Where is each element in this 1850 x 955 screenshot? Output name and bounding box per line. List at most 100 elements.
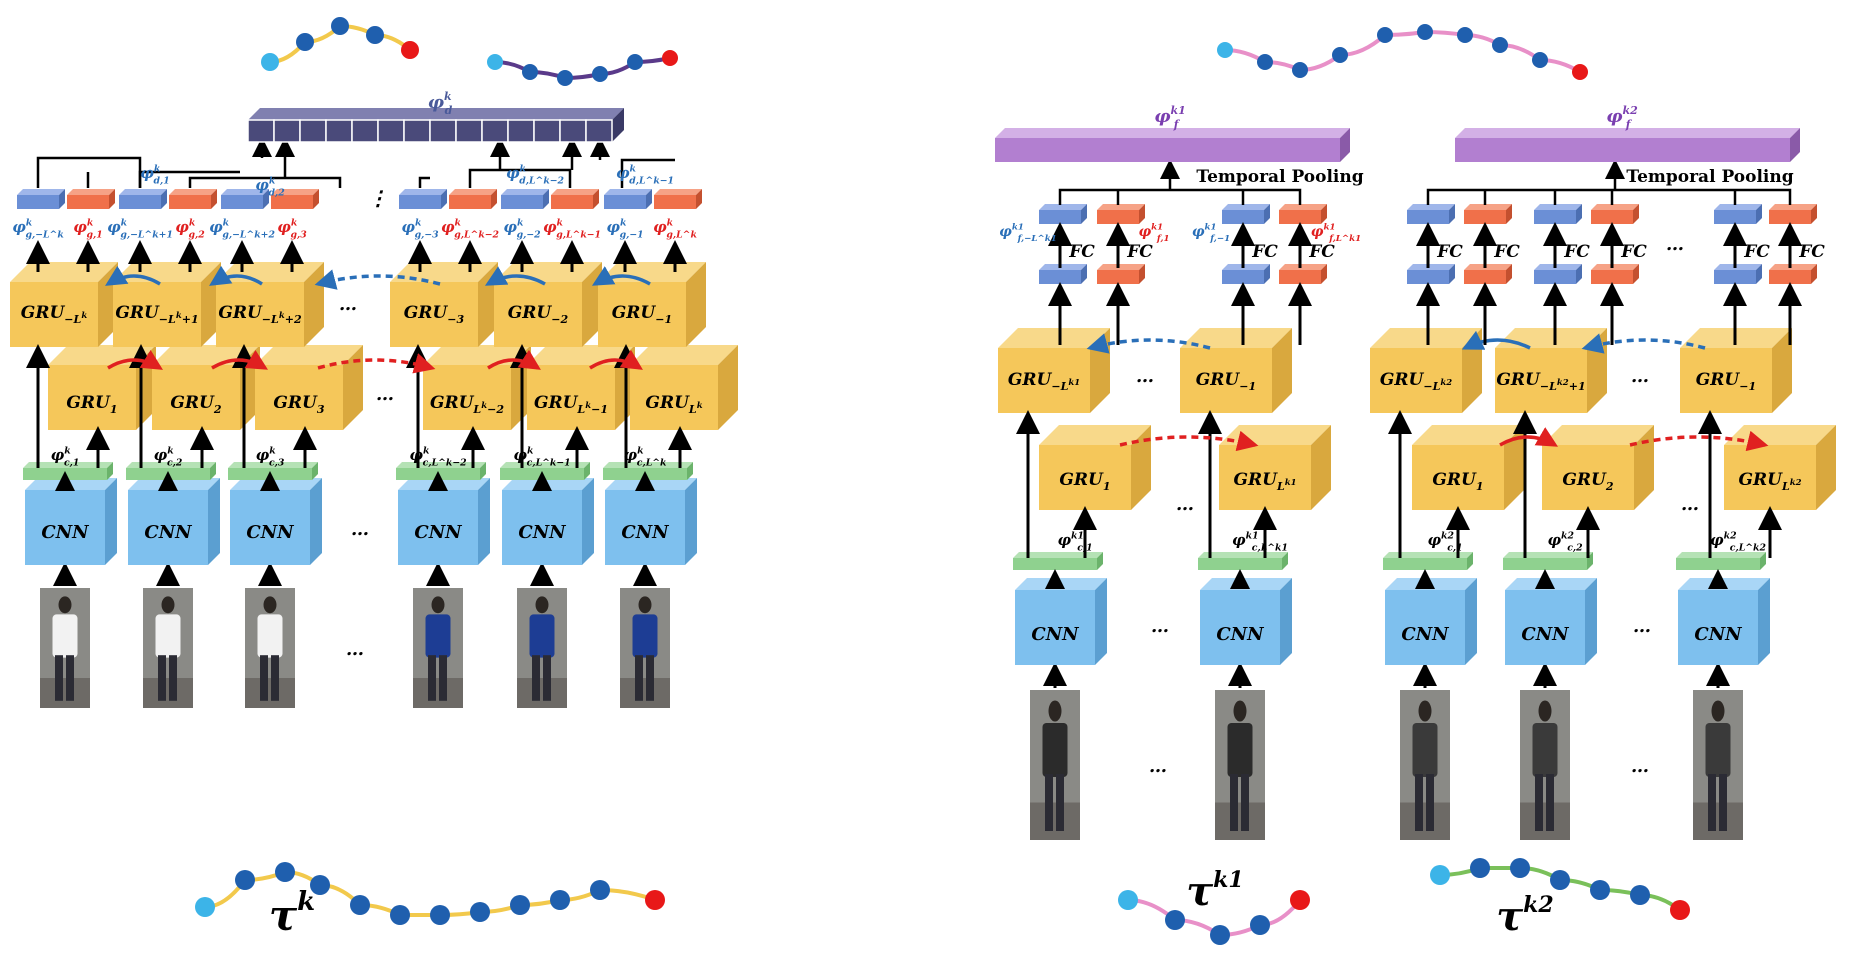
forward-gru-block — [527, 345, 635, 430]
sequence-curve — [1118, 890, 1310, 945]
temporal-pooling-label: Temporal Pooling — [1196, 167, 1363, 187]
blue-gru-output — [1407, 264, 1455, 284]
blue-gru-output — [1222, 264, 1270, 284]
cnn-block — [1200, 578, 1292, 665]
pooling-connector — [1426, 188, 1792, 205]
cnn-label: CNN — [621, 522, 670, 543]
forward-recurrent-arrow — [1119, 430, 1259, 452]
person-image — [1520, 690, 1570, 840]
sequence-label: τk1 — [1186, 867, 1243, 915]
forward-gru-block — [1542, 425, 1654, 510]
forward-gru-block — [1412, 425, 1524, 510]
person-image — [1400, 690, 1450, 840]
red-gru-output — [551, 189, 599, 209]
backward-recurrent-arrow — [209, 265, 263, 286]
fc-label: FC — [1563, 242, 1590, 262]
pooled-vector — [1455, 128, 1800, 162]
cnn-block — [502, 478, 594, 565]
backward-gru-block — [1495, 328, 1607, 413]
person-image — [40, 588, 90, 708]
forward-recurrent-arrow — [589, 349, 643, 370]
blue-gru-output — [1714, 264, 1762, 284]
backward-gru-block — [1180, 328, 1292, 413]
cnn-label: CNN — [1031, 624, 1080, 645]
cnn-block — [1385, 578, 1477, 665]
ellipsis: … — [1149, 756, 1167, 777]
forward-gru-block — [1724, 425, 1836, 510]
backward-gru-label: GRU−3 — [404, 303, 465, 326]
forward-gru-block — [630, 345, 738, 430]
person-image — [413, 588, 463, 708]
fc-label: FC — [1620, 242, 1647, 262]
pooling-connector — [1058, 188, 1302, 205]
red-fc-output — [1279, 204, 1327, 224]
person-image — [1215, 690, 1265, 840]
diff-vector — [247, 108, 624, 143]
backward-gru-label: GRU−Lk+1 — [115, 303, 198, 326]
forward-recurrent-arrow — [211, 349, 268, 370]
ellipsis: ⋮ — [368, 186, 388, 210]
backward-gru-label: GRU−Lk2 — [1380, 370, 1452, 393]
backward-gru-block — [998, 328, 1110, 413]
cnn-label: CNN — [246, 522, 295, 543]
feature-bar — [1676, 552, 1766, 570]
backward-recurrent-arrow — [591, 266, 651, 286]
forward-gru-label: GRULk2 — [1738, 470, 1801, 493]
backward-recurrent-arrow — [484, 266, 546, 286]
cnn-block — [1678, 578, 1770, 665]
sequence-curve — [261, 17, 419, 71]
fc-label: FC — [1251, 242, 1278, 262]
backward-gru-label: GRU−2 — [508, 303, 569, 326]
sequence-label: τk — [269, 887, 315, 940]
person-image — [517, 588, 567, 708]
forward-gru-block — [255, 345, 363, 430]
red-fc-output — [1769, 204, 1817, 224]
cnn-label: CNN — [41, 522, 90, 543]
cnn-block — [1015, 578, 1107, 665]
cnn-label: CNN — [414, 522, 463, 543]
blue-gru-output — [604, 189, 652, 209]
forward-gru-label: GRU1 — [1432, 470, 1483, 493]
fc-label: FC — [1743, 242, 1770, 262]
person-image — [143, 588, 193, 708]
cnn-block — [1505, 578, 1597, 665]
forward-gru-label: GRULk — [645, 393, 702, 416]
forward-recurrent-arrow — [487, 349, 541, 370]
fc-label: FC — [1308, 242, 1335, 262]
red-gru-output — [271, 189, 319, 209]
ellipsis: … — [1666, 234, 1684, 255]
forward-gru-label: GRULk−2 — [430, 393, 504, 416]
pooled-vector — [995, 128, 1350, 162]
forward-recurrent-arrow — [1629, 430, 1769, 452]
backward-recurrent-arrow — [314, 269, 441, 290]
fc-label: FC — [1126, 242, 1153, 262]
forward-gru-label: GRULk1 — [1233, 470, 1296, 493]
fc-label: FC — [1798, 242, 1825, 262]
backward-recurrent-arrow — [105, 265, 161, 286]
cnn-block — [605, 478, 697, 565]
backward-recurrent-arrow — [1581, 333, 1706, 354]
red-gru-output — [1097, 264, 1145, 284]
red-fc-output — [1591, 204, 1639, 224]
